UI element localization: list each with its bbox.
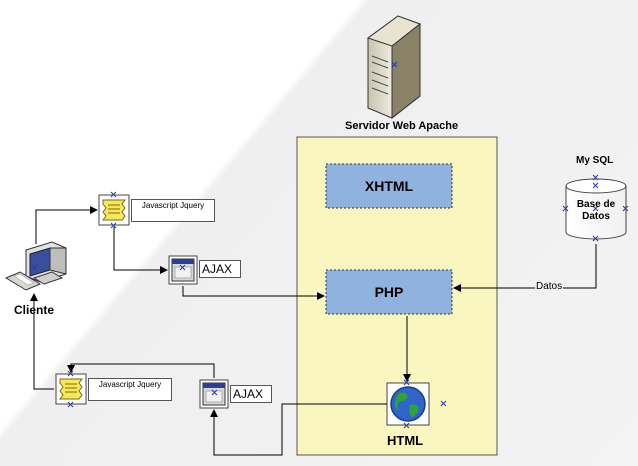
php-box [325,269,453,315]
js-tag-bottom: Javascript Jquery [88,378,172,401]
connector-script-ajax-top [113,227,168,274]
globe-icon [386,382,430,426]
computer-icon [4,241,67,291]
php-label: PHP [374,284,404,300]
script-icon-top [98,194,130,226]
connector-db-php [453,244,597,292]
server-tower-icon [366,15,422,120]
xhtml-box [325,163,453,209]
connector-script-client [30,293,54,390]
db-label: Base de Datos [576,199,616,222]
connector-ajax-php [182,286,325,300]
server-label: Servidor Web Apache [345,120,459,132]
window-icon-bottom [199,379,229,409]
script-icon-bottom [55,373,87,405]
js-tag-top: Javascript Jquery [131,199,215,222]
ajax-tag-bottom: AJAX [230,385,272,403]
datos-label: Datos [535,281,564,292]
connector-client-script-top [35,206,98,244]
html-label: HTML [387,433,424,448]
window-icon-top [168,255,198,285]
connection-markers [31,61,629,429]
db-title: My SQL [576,155,614,166]
connector-html-ajax [210,403,387,456]
xhtml-label: XHTML [364,178,414,194]
connector-ajax-script-bottom [67,363,215,378]
ajax-tag-top: AJAX [199,260,241,278]
client-label: Cliente [14,303,55,317]
